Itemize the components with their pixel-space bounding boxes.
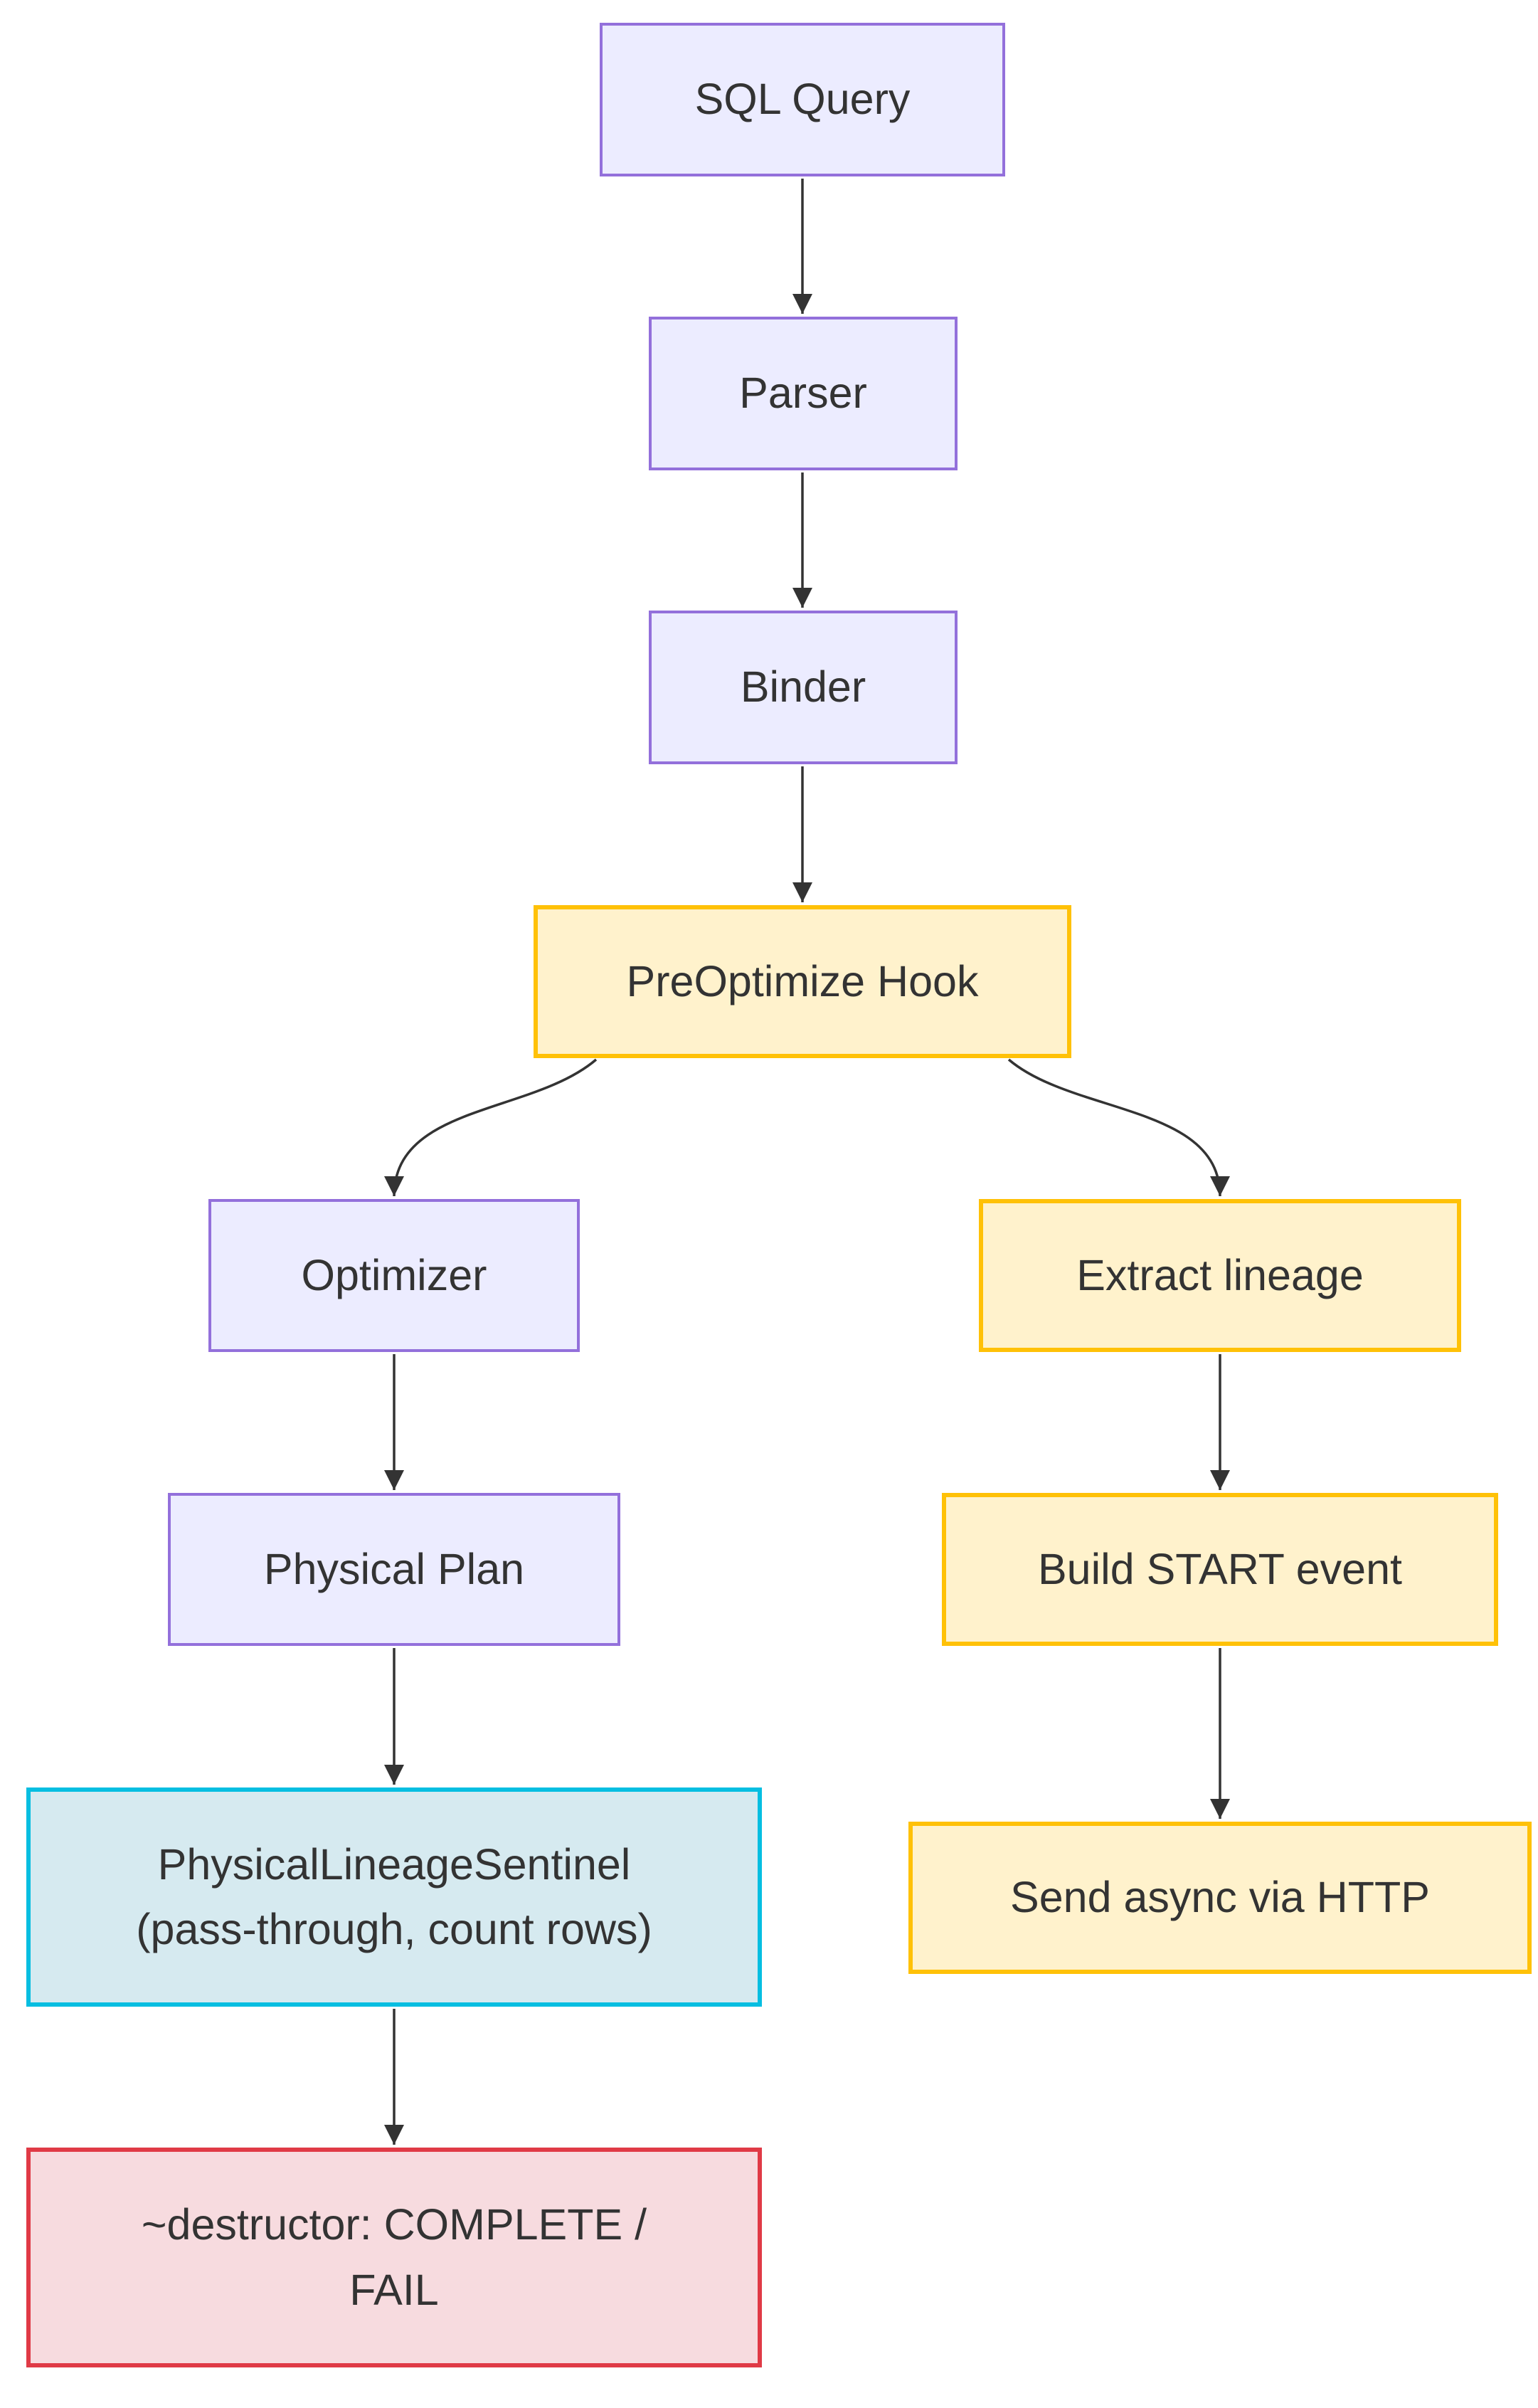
edge-preoptimize-to-extract	[1007, 1058, 1230, 1197]
node-label: Extract lineage	[1076, 1250, 1364, 1299]
node-label: Send async via HTTP	[1010, 1873, 1430, 1922]
node-label: Parser	[739, 369, 867, 418]
node-send-async-via-http: Send async via HTTP	[908, 1822, 1532, 1974]
node-label-line1: PhysicalLineageSentinel	[157, 1839, 631, 1889]
node-label: Optimizer	[301, 1250, 487, 1299]
node-label: PreOptimize Hook	[626, 956, 979, 1005]
node-binder: Binder	[649, 611, 958, 764]
node-preoptimize-hook: PreOptimize Hook	[534, 905, 1071, 1058]
node-sql-query: SQL Query	[600, 23, 1005, 176]
node-label: Binder	[740, 662, 866, 712]
node-label-line2: (pass-through, count rows)	[136, 1905, 652, 1953]
node-label: SQL Query	[694, 75, 911, 124]
node-physical-lineage-sentinel: PhysicalLineageSentinel (pass-through, c…	[26, 1787, 762, 2007]
node-build-start-event: Build START event	[942, 1493, 1498, 1646]
node-optimizer: Optimizer	[208, 1199, 580, 1352]
node-label-line1: ~destructor: COMPLETE /	[141, 2200, 647, 2249]
node-parser: Parser	[649, 317, 958, 470]
node-label-line2: FAIL	[349, 2265, 439, 2314]
edge-preoptimize-to-optimizer	[384, 1058, 598, 1197]
node-label: Build START event	[1038, 1544, 1402, 1593]
node-extract-lineage: Extract lineage	[979, 1199, 1461, 1352]
node-label: Physical Plan	[263, 1544, 525, 1593]
node-destructor: ~destructor: COMPLETE / FAIL	[26, 2148, 762, 2367]
node-physical-plan: Physical Plan	[168, 1493, 620, 1646]
